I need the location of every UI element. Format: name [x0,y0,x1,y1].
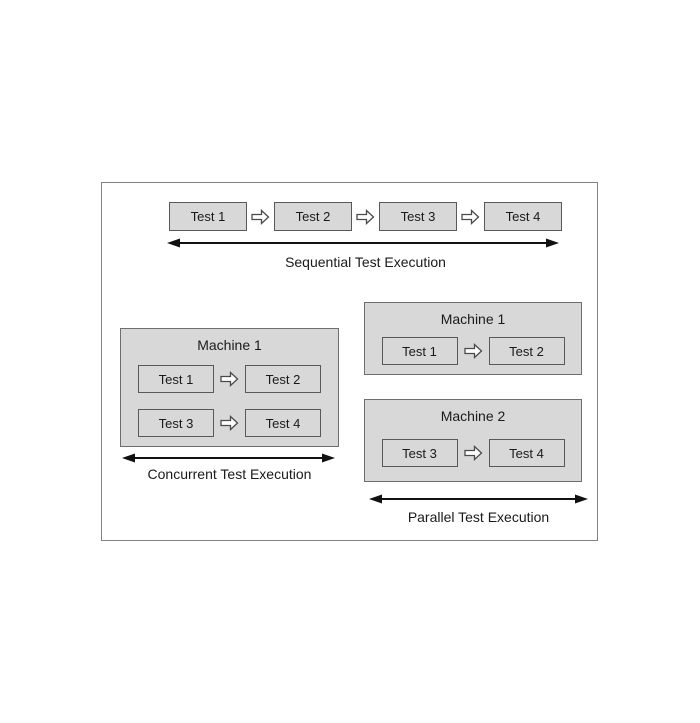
test-box-label: Test 4 [505,209,541,224]
seq-test-box-2: Test 2 [274,202,352,231]
diagram-frame: Test 1 Test 2 Test 3 Test 4 [101,182,598,541]
test-box-label: Test 3 [400,209,436,224]
machine-title: Machine 1 [440,311,506,327]
test-box-label: Test 1 [402,343,437,359]
test-box-label: Test 3 [402,445,437,461]
parallel-m1-test-box-2: Test 2 [488,337,565,365]
seq-test-box-1: Test 1 [169,202,247,231]
parallel-m1-test-box-1: Test 1 [381,337,458,365]
machine-test-row: Test 3 Test 4 [365,439,581,467]
sequential-section: Test 1 Test 2 Test 3 Test 4 [169,202,562,231]
parallel-machine-2-box: Machine 2 Test 3 Test 4 [364,399,582,482]
machine-title: Machine 2 [440,408,506,424]
test-box-label: Test 2 [509,343,544,359]
concurrent-range-arrow-icon [122,453,335,463]
parallel-machine-1-box: Machine 1 Test 1 Test 2 [364,302,582,375]
concurrent-test-box-3: Test 3 [138,409,214,437]
sequential-caption: Sequential Test Execution [285,254,446,270]
sequential-range-arrow-icon [167,238,559,248]
seq-test-box-3: Test 3 [379,202,457,231]
parallel-m2-test-box-3: Test 3 [381,439,458,467]
machine-test-row: Test 3 Test 4 [121,409,338,437]
test-box-label: Test 2 [295,209,331,224]
machine-title: Machine 1 [197,337,262,353]
test-box-label: Test 4 [265,415,301,431]
test-box-label: Test 1 [158,371,194,387]
test-box-label: Test 4 [509,445,544,461]
machine-test-row: Test 1 Test 2 [365,337,581,365]
concurrent-test-box-1: Test 1 [138,365,214,393]
parallel-m2-test-box-4: Test 4 [488,439,565,467]
block-arrow-icon [461,208,480,225]
block-arrow-icon [463,445,482,461]
test-box-label: Test 2 [265,371,301,387]
concurrent-test-box-2: Test 2 [245,365,321,393]
concurrent-test-box-4: Test 4 [245,409,321,437]
concurrent-machine-box: Machine 1 Test 1 Test 2 Test 3 [120,328,339,447]
block-arrow-icon [220,371,239,387]
block-arrow-icon [356,208,375,225]
block-arrow-icon [251,208,270,225]
block-arrow-icon [220,415,239,431]
concurrent-caption: Concurrent Test Execution [147,466,312,482]
parallel-caption: Parallel Test Execution [407,509,550,525]
test-box-label: Test 3 [158,415,194,431]
seq-test-box-4: Test 4 [484,202,562,231]
machine-test-row: Test 1 Test 2 [121,365,338,393]
test-box-label: Test 1 [190,209,226,224]
block-arrow-icon [463,343,482,359]
parallel-range-arrow-icon [369,494,588,504]
